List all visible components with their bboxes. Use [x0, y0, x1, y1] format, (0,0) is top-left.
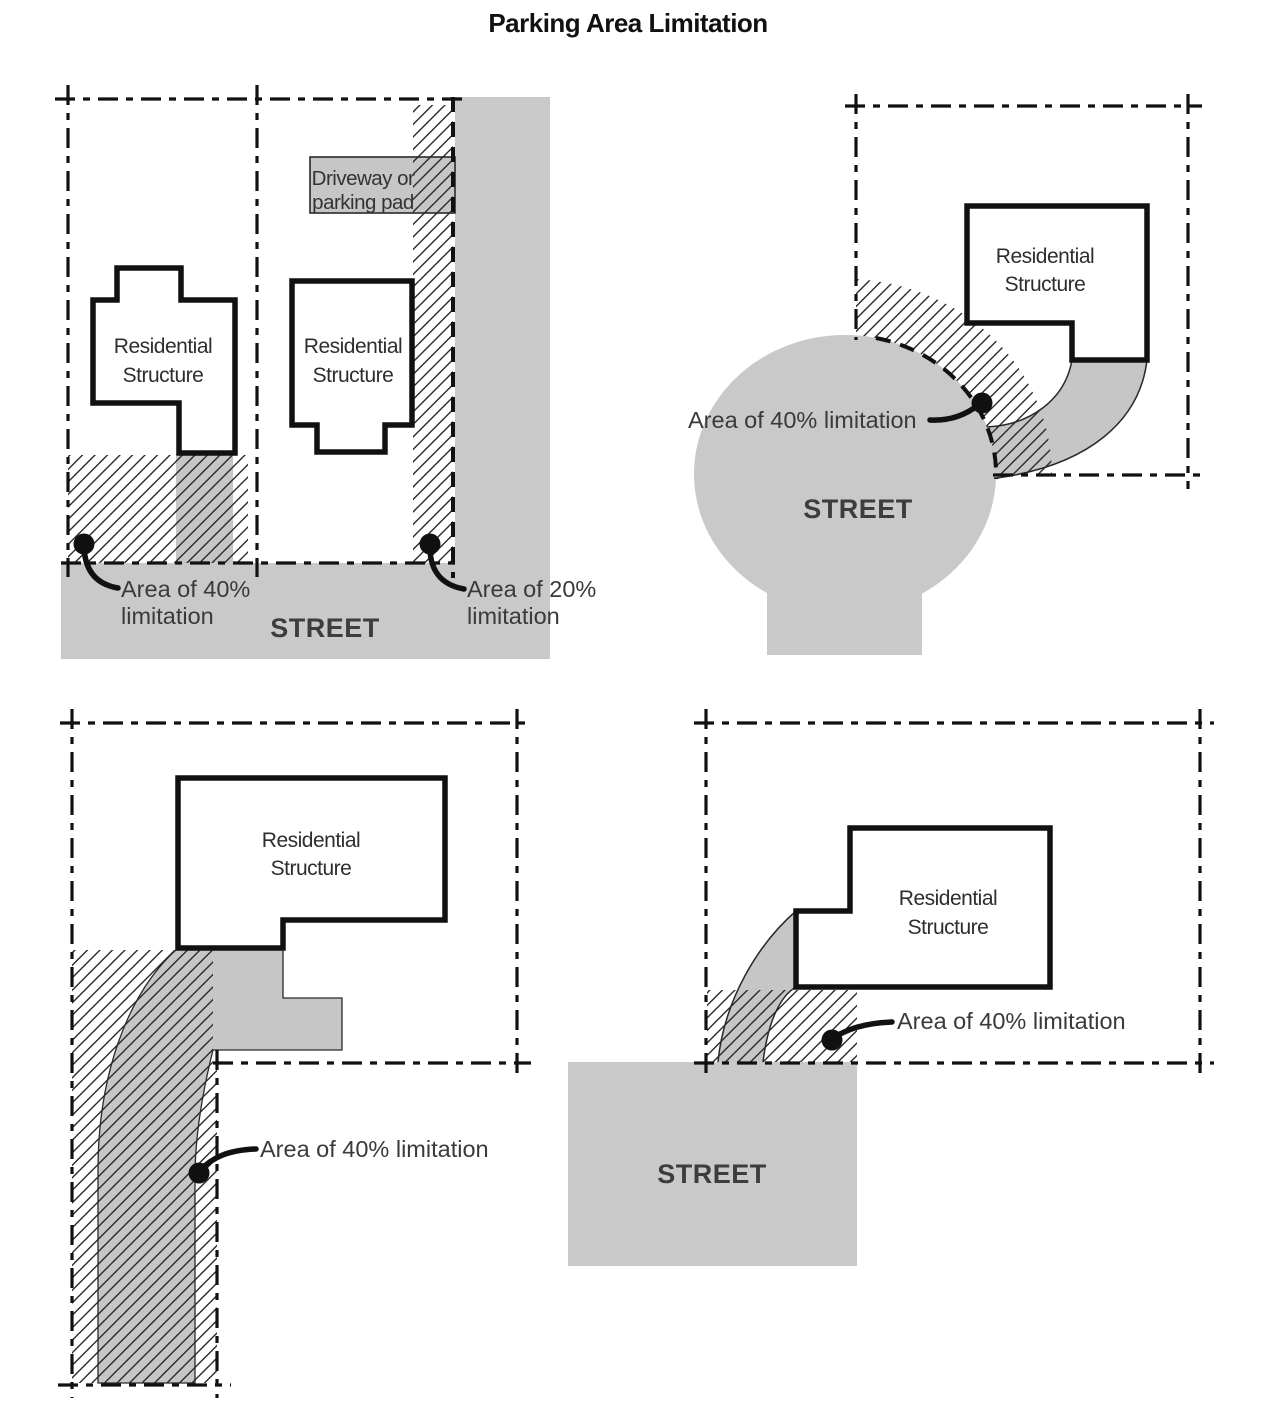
- house-label: Structure: [908, 916, 989, 939]
- house-label: Residential: [262, 829, 360, 852]
- limit-20-label: Area of 20%: [467, 576, 596, 602]
- house-label: Structure: [271, 857, 352, 880]
- callout-leader: [927, 402, 981, 423]
- driveway-pad-label: Driveway or: [312, 167, 415, 190]
- residential-structure: [175, 775, 448, 951]
- house-label: Residential: [304, 335, 402, 358]
- street-stem: [767, 585, 922, 655]
- street-area: [568, 1062, 857, 1266]
- driveway-edge: [762, 986, 797, 1063]
- limit-40-label: Area of 40% limitation: [260, 1136, 489, 1162]
- area-40-limitation-hatch: [68, 455, 248, 563]
- limit-20-label: limitation: [467, 603, 560, 629]
- limit-40-label: Area of 40%: [121, 576, 250, 602]
- driveway-edge: [986, 359, 1073, 428]
- limit-40-label: Area of 40% limitation: [897, 1008, 1126, 1034]
- callout-leader: [196, 1146, 259, 1174]
- driveway-edge: [717, 910, 797, 1063]
- callout-leader: [427, 541, 467, 592]
- panel-flag-lot: Residential Structure Area of 40% limita…: [58, 709, 531, 1398]
- driveway-pad-label: parking pad: [312, 191, 414, 214]
- area-40-limitation-hatch: [72, 950, 217, 1383]
- house-label: Structure: [313, 364, 394, 387]
- street-label: STREET: [803, 494, 913, 524]
- house-label: Residential: [114, 335, 212, 358]
- limit-40-label: limitation: [121, 603, 214, 629]
- house-label: Structure: [1005, 273, 1086, 296]
- residential-structure: [289, 278, 415, 455]
- driveway-edge: [996, 359, 1148, 479]
- panel-corner-lot: Residential Structure Residential Struct…: [55, 85, 596, 659]
- street-label: STREET: [270, 613, 380, 643]
- street-label: STREET: [657, 1159, 767, 1189]
- property-line-arc: [875, 336, 999, 480]
- callout-leader: [81, 541, 121, 591]
- house-label: Residential: [899, 887, 997, 910]
- area-20-limitation-hatch: [413, 105, 453, 563]
- page-title: Parking Area Limitation: [488, 8, 767, 38]
- house-label: Residential: [996, 245, 1094, 268]
- panel-interior-lot: Residential Structure Area of 40% limita…: [568, 709, 1214, 1266]
- callout-leader: [829, 1019, 895, 1041]
- house-label: Structure: [123, 364, 204, 387]
- residential-structure: [964, 203, 1150, 363]
- street-area: [61, 97, 550, 659]
- residential-structure: [90, 265, 238, 456]
- panel-cul-de-sac-lot: Residential Structure Area of 40% limita…: [688, 94, 1202, 655]
- residential-structure: [793, 825, 1053, 990]
- street-cul-de-sac: [694, 335, 996, 613]
- limit-40-label: Area of 40% limitation: [688, 407, 917, 433]
